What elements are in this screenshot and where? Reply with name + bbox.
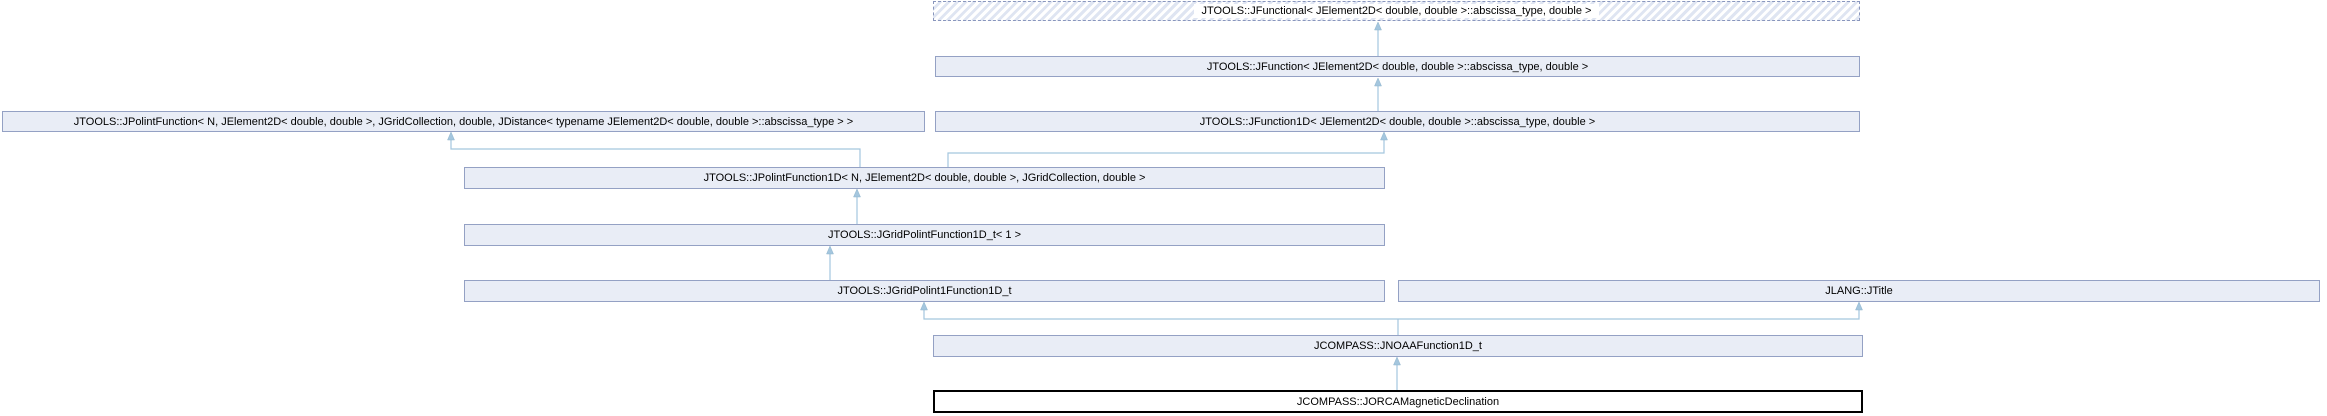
class-node-jtitle[interactable]: JLANG::JTitle [1398,280,2320,302]
class-node-jpolintfunction[interactable]: JTOOLS::JPolintFunction< N, JElement2D< … [2,111,925,132]
class-node-jpolintfunction1d[interactable]: JTOOLS::JPolintFunction1D< N, JElement2D… [464,167,1385,189]
class-node-label: JTOOLS::JPolintFunction1D< N, JElement2D… [703,172,1146,184]
edge-jpolintfunction1d-jpolintfunction [450,138,861,167]
class-node-jfunctional: JTOOLS::JFunctional< JElement2D< double,… [933,1,1860,21]
arrowhead [1380,131,1388,141]
edge-jpolintfunction1d-jfunction1d [947,138,1385,167]
class-node-jnoaafunction1d-t[interactable]: JCOMPASS::JNOAAFunction1D_t [933,335,1863,357]
class-node-jfunction1d[interactable]: JTOOLS::JFunction1D< JElement2D< double,… [935,111,1860,132]
class-node-label: JTOOLS::JGridPolint1Function1D_t [837,285,1012,297]
class-node-label: JTOOLS::JPolintFunction< N, JElement2D< … [73,115,854,128]
class-node-jorcamagneticdeclination: JCOMPASS::JORCAMagneticDeclination [933,390,1863,413]
class-node-label: JTOOLS::JFunctional< JElement2D< double,… [1193,4,1600,18]
arrowhead [853,188,861,198]
class-node-label: JTOOLS::JFunction1D< JElement2D< double,… [1199,115,1596,128]
class-node-jgridpolintfunction1d-t[interactable]: JTOOLS::JGridPolintFunction1D_t< 1 > [464,224,1385,246]
class-node-label: JTOOLS::JGridPolintFunction1D_t< 1 > [828,229,1021,241]
arrowhead [447,131,455,141]
class-node-label: JTOOLS::JFunction< JElement2D< double, d… [1206,60,1589,73]
class-node-jgridpolint1function1d-t[interactable]: JTOOLS::JGridPolint1Function1D_t [464,280,1385,302]
arrowhead [1374,21,1382,31]
class-node-label: JCOMPASS::JORCAMagneticDeclination [1296,395,1500,408]
arrowhead [920,301,928,311]
class-node-jfunction[interactable]: JTOOLS::JFunction< JElement2D< double, d… [935,56,1860,77]
arrowhead [1374,77,1382,87]
class-node-label: JCOMPASS::JNOAAFunction1D_t [1314,340,1482,352]
edge-jnoaafunction1dt-parents [923,308,1860,335]
arrowhead [1393,356,1401,366]
arrowhead [1855,301,1863,311]
class-node-label: JLANG::JTitle [1825,285,1893,297]
arrowhead [826,245,834,255]
